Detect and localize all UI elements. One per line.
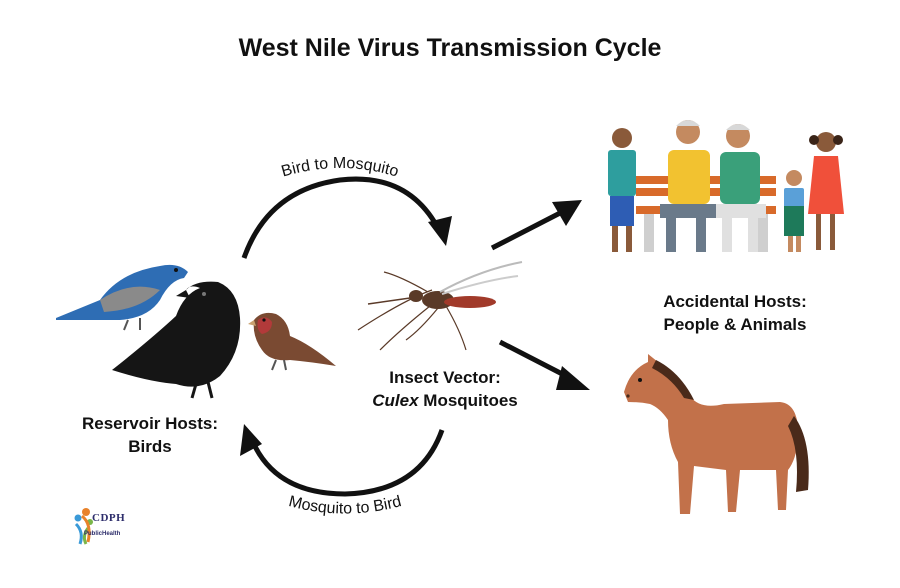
culex-italic-text: Culex — [372, 391, 418, 410]
people-on-bench-illustration — [608, 120, 844, 252]
cdph-logo — [68, 502, 124, 548]
bird-to-mosquito-label: Bird to Mosquito — [279, 155, 400, 181]
accidental-hosts-label: Accidental Hosts: People & Animals — [620, 290, 850, 336]
reservoir-hosts-line2: Birds — [40, 435, 260, 458]
mosquito-to-bird-label: Mosquito to Bird — [287, 493, 403, 517]
accidental-hosts-line1: Accidental Hosts: — [620, 290, 850, 313]
finch-illustration — [248, 313, 336, 370]
horse-illustration — [624, 354, 809, 514]
mosquito-illustration — [358, 262, 522, 350]
reservoir-hosts-label: Reservoir Hosts: Birds — [40, 412, 260, 458]
blue-bird-illustration — [56, 265, 188, 330]
logo-text: CDPH — [92, 512, 125, 524]
insect-vector-line2: Culex Mosquitoes — [330, 389, 560, 412]
insect-vector-line1: Insect Vector: — [330, 366, 560, 389]
mosquitoes-text: Mosquitoes — [419, 391, 518, 410]
mosquito-to-bird-arrow — [240, 424, 442, 494]
arrow-to-people — [492, 200, 582, 248]
accidental-hosts-line2: People & Animals — [620, 313, 850, 336]
reservoir-hosts-line1: Reservoir Hosts: — [40, 412, 260, 435]
logo-subtext: PublicHealth — [84, 531, 120, 537]
insect-vector-label: Insect Vector: Culex Mosquitoes — [330, 366, 560, 412]
bird-to-mosquito-arrow — [244, 179, 452, 258]
